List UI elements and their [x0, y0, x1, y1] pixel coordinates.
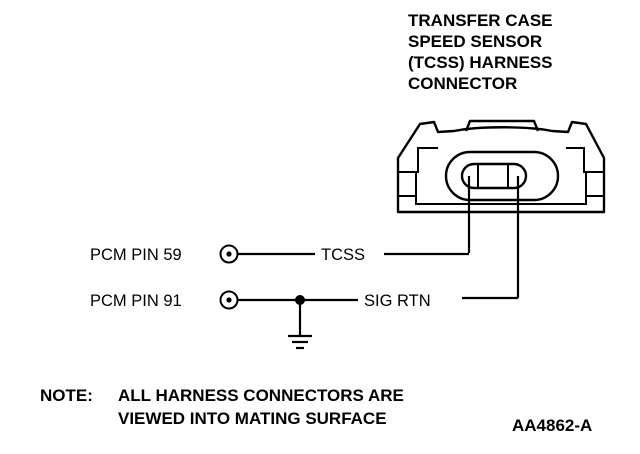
pcm-pin-59-label: PCM PIN 59 [90, 246, 182, 264]
pcm-pin-59-terminal-dot [226, 251, 232, 257]
note-block: NOTE: ALL HARNESS CONNECTORS ARE VIEWED … [40, 386, 404, 428]
connector-left-tab [397, 171, 417, 197]
connector-title-line-4: CONNECTOR [408, 74, 517, 93]
pcm-pin-91-terminal [219, 290, 239, 310]
pcm-pin-91-terminal-dot [226, 297, 232, 303]
note-line-2: VIEWED INTO MATING SURFACE [118, 409, 387, 428]
figure-id: AA4862-A [512, 416, 592, 435]
circuit-sig-rtn: PCM PIN 91 SIG RTN [90, 290, 518, 350]
connector-title-line-1: TRANSFER CASE [408, 11, 553, 30]
connector-title-line-3: (TCSS) HARNESS [408, 53, 553, 72]
terminal-slot [460, 162, 528, 190]
connector-right-tab [585, 171, 605, 197]
ground-symbol-icon [288, 334, 312, 350]
connector-title: TRANSFER CASE SPEED SENSOR (TCSS) HARNES… [408, 11, 553, 93]
connector-latch [464, 119, 540, 132]
note-prefix: NOTE: [40, 386, 93, 405]
connector-housing [396, 120, 606, 214]
pcm-pin-59-terminal [219, 244, 239, 264]
connector-title-line-2: SPEED SENSOR [408, 32, 542, 51]
tcss-signal-label: TCSS [321, 246, 365, 264]
circuit-tcss: PCM PIN 59 TCSS [90, 244, 469, 264]
sig-rtn-signal-label: SIG RTN [364, 292, 431, 310]
pcm-pin-91-label: PCM PIN 91 [90, 292, 182, 310]
connector-bottom-ledge [415, 196, 587, 205]
note-line-1: ALL HARNESS CONNECTORS ARE [118, 386, 404, 405]
connector-cavity [444, 150, 560, 202]
harness-connector [396, 119, 606, 298]
